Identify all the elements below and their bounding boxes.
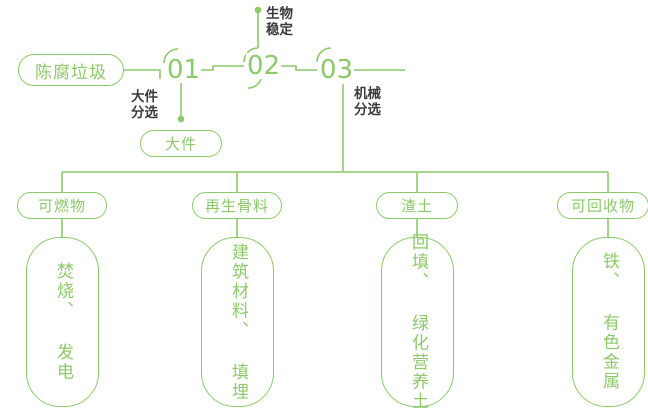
node-source[interactable]: 陈腐垃圾 — [18, 54, 124, 86]
node-bulky-waste[interactable]: 大件 — [140, 130, 222, 157]
output-pill-combustible[interactable]: 可燃物 — [17, 192, 107, 219]
outcome-box-slag-soil-text: 回填、 绿化营养土 — [408, 232, 428, 412]
outcome-box-recyclables[interactable]: 铁、 有色金属 — [572, 237, 645, 407]
stage-number-01[interactable]: 01 — [166, 55, 202, 85]
wire-source-to-01 — [124, 69, 161, 79]
output-pill-combustible-label: 可燃物 — [37, 197, 86, 215]
stage-caption-01: 大件 分选 — [131, 89, 158, 122]
output-pill-recycled-aggregate-label: 再生骨料 — [204, 197, 269, 215]
outcome-box-recycled-aggregate[interactable]: 建筑材料、 填埋 — [201, 237, 274, 407]
outcome-box-recycled-aggregate-text: 建筑材料、 填埋 — [228, 242, 248, 402]
outcome-box-recyclables-text: 铁、 有色金属 — [599, 252, 619, 392]
output-pill-recyclables-label: 可回收物 — [570, 197, 635, 215]
output-pill-slag-soil[interactable]: 渣土 — [376, 192, 458, 219]
node-bulky-waste-label: 大件 — [164, 135, 197, 153]
output-pill-recyclables[interactable]: 可回收物 — [557, 192, 648, 219]
stage-caption-03: 机械 分选 — [354, 86, 381, 119]
output-pill-recycled-aggregate[interactable]: 再生骨料 — [192, 192, 282, 219]
stage-number-03[interactable]: 03 — [319, 55, 355, 85]
dot-bulky — [177, 115, 185, 123]
output-pill-slag-soil-label: 渣土 — [400, 197, 433, 215]
node-source-label: 陈腐垃圾 — [35, 62, 107, 83]
outcome-box-slag-soil[interactable]: 回填、 绿化营养土 — [381, 233, 454, 411]
stage-caption-02: 生物 稳定 — [266, 6, 293, 39]
wire-01-to-02 — [200, 65, 244, 71]
stage-number-02[interactable]: 02 — [246, 51, 282, 81]
dot-biostabilize — [254, 6, 262, 14]
outcome-box-combustible-text: 焚烧、 发电 — [53, 262, 73, 382]
outcome-box-combustible[interactable]: 焚烧、 发电 — [26, 237, 99, 407]
